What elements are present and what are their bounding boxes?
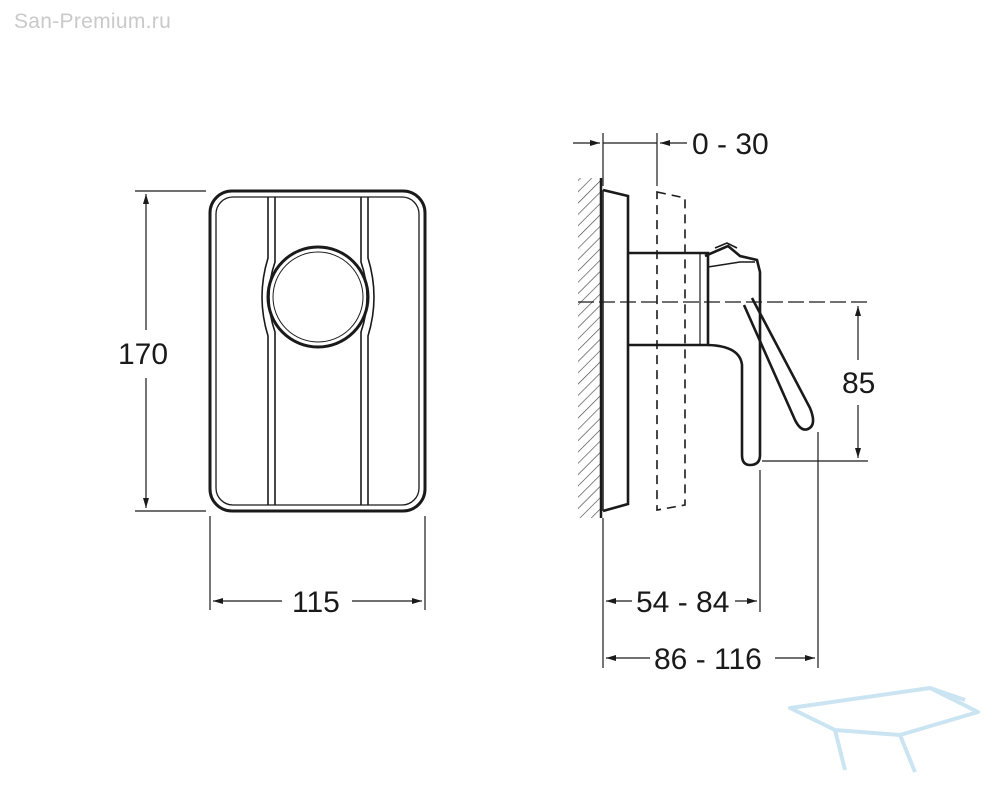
side-lever-height-dimension (762, 306, 868, 462)
side-lever-height-label: 85 (842, 367, 875, 400)
side-lever (742, 297, 815, 431)
side-adjust-dashed-plate (656, 191, 686, 511)
front-left-groove (261, 197, 276, 505)
side-depth-body-dimension (602, 470, 761, 668)
front-width-dimension (209, 516, 426, 610)
side-depth-total-dimension (606, 432, 819, 668)
front-right-groove (360, 197, 375, 505)
front-height-label: 170 (118, 338, 168, 371)
side-adjust-dimension (573, 133, 687, 186)
side-depth-total-label: 86 - 116 (654, 643, 762, 676)
watermark-text: San-Premium.ru (14, 10, 172, 33)
wall-hatch (578, 178, 600, 518)
front-handle-circle (266, 245, 370, 349)
side-cover-plate (602, 188, 630, 513)
front-width-label: 115 (292, 586, 340, 619)
side-body (628, 251, 710, 347)
front-handle-circle-inner (272, 251, 364, 343)
side-adjust-label: 0 - 30 (692, 128, 769, 161)
side-handle-housing (704, 244, 762, 467)
front-plate-outer (208, 189, 427, 513)
front-plate-inner (215, 196, 420, 506)
side-depth-body-label: 54 - 84 (636, 586, 729, 619)
front-height-dimension (135, 190, 206, 512)
side-view (578, 178, 868, 518)
front-view (208, 189, 427, 513)
bathtub-logo (788, 686, 980, 773)
